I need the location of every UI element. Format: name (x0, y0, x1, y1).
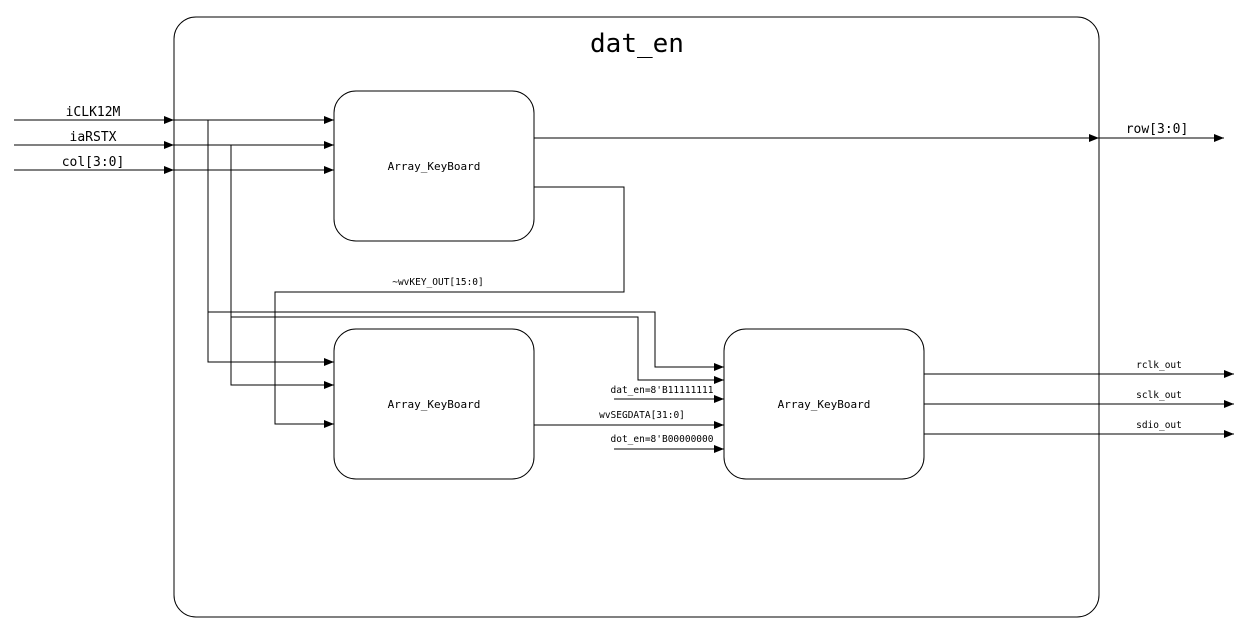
wire-rst-to-middle (230, 145, 334, 389)
output-sdio-label: sdio_out (1136, 420, 1182, 431)
input-clk-label: iCLK12M (66, 105, 121, 120)
output-rclk-label: rclk_out (1136, 360, 1182, 371)
wire-rst-to-driver (231, 316, 724, 384)
block-middle (333, 328, 535, 480)
input-rst-label: iaRSTX (70, 130, 117, 145)
block-middle-label: Array_KeyBoard (388, 398, 481, 411)
output-sclk-label: sclk_out (1136, 390, 1182, 401)
output-row-label: row[3:0] (1126, 122, 1189, 137)
signal-segdata-label: wvSEGDATA[31:0] (599, 410, 685, 421)
block-keyboard (333, 90, 535, 242)
signal-dot-en-label: dot_en=8'B00000000 (611, 434, 714, 445)
block-keyboard-label: Array_KeyBoard (388, 160, 481, 173)
block-driver-label: Array_KeyBoard (778, 398, 871, 411)
signal-key-out-label: ~wvKEY_OUT[15:0] (392, 277, 484, 288)
wire-key-out (274, 186, 625, 428)
module-title: dat_en (590, 29, 684, 59)
signal-dat-en-label: dat_en=8'B11111111 (611, 385, 714, 396)
input-col-label: col[3:0] (62, 155, 125, 170)
wire-clk-to-driver (208, 311, 724, 371)
wire-clk-to-middle (207, 120, 334, 366)
